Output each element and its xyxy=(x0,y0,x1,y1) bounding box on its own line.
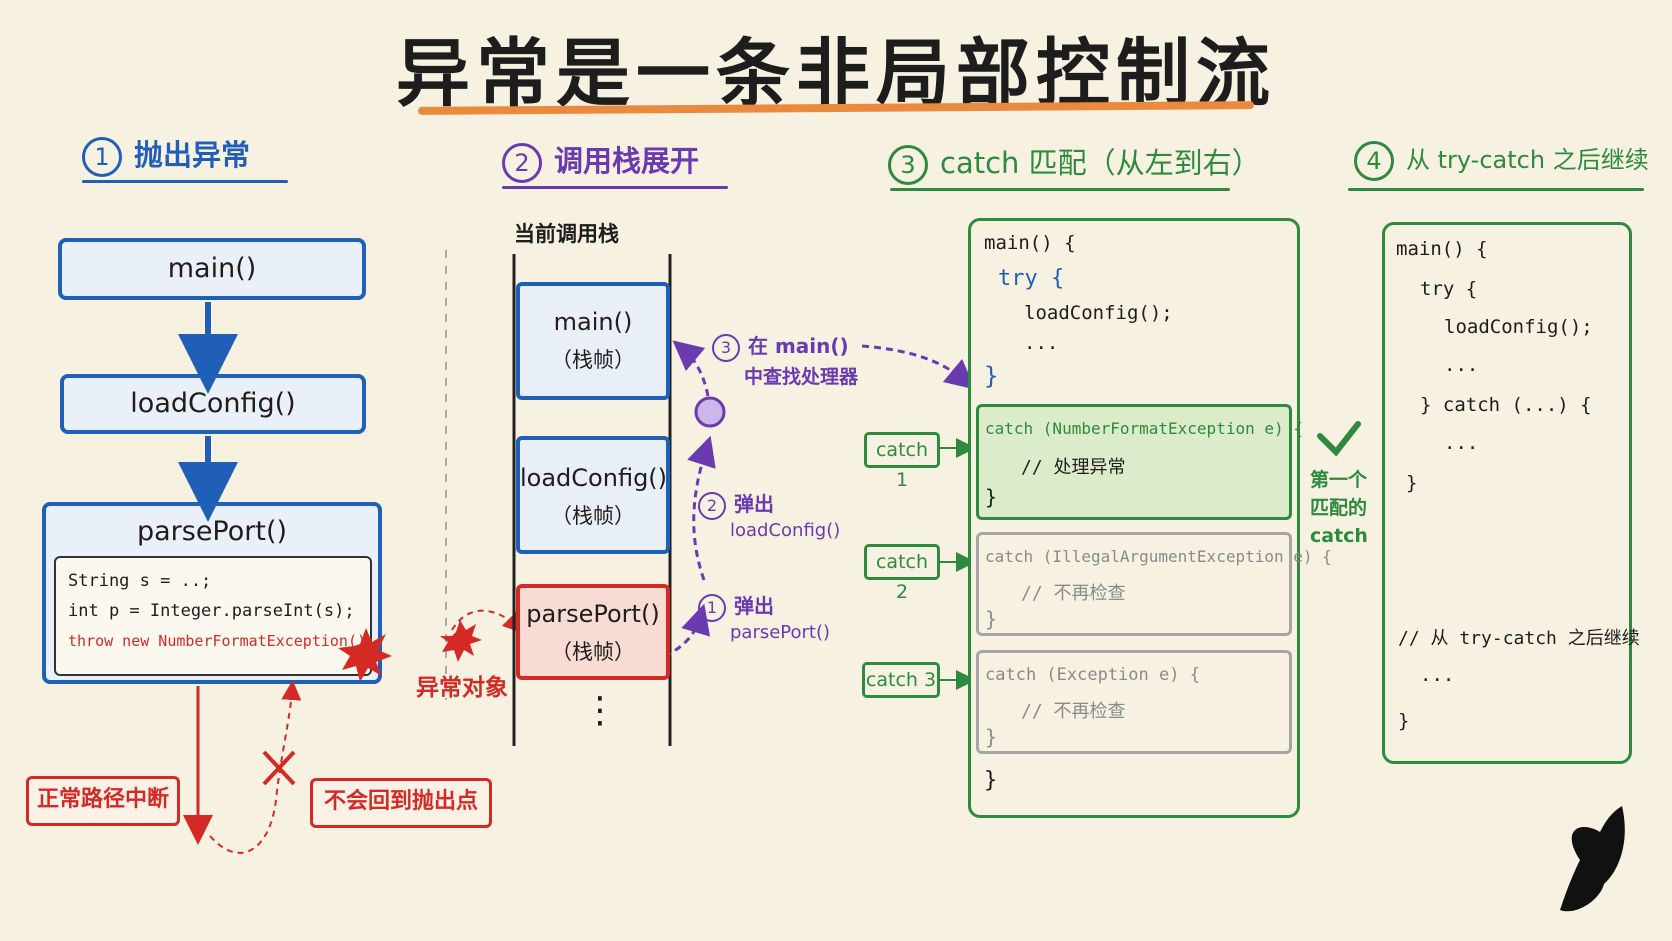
exception-object-label: 异常对象 xyxy=(416,675,508,701)
step-number-badge: 1 xyxy=(82,137,122,177)
code-line: ... xyxy=(1444,432,1479,454)
stack-heading: 当前调用栈 xyxy=(514,222,619,246)
code-line: try { xyxy=(1420,278,1478,300)
step-search-main: 3 在 main() 中查找处理器 xyxy=(712,330,858,389)
step-text: 弹出 xyxy=(734,492,774,516)
frame-name: loadConfig() xyxy=(520,464,668,492)
catch-2-label: catch 2 xyxy=(864,544,940,603)
no-return-label: 不会回到抛出点 xyxy=(310,778,492,828)
code-line: } xyxy=(1406,472,1418,494)
step-func: parsePort() xyxy=(730,621,831,643)
section-2-label: 调用栈展开 xyxy=(554,144,700,178)
section-4-underline xyxy=(1348,188,1644,191)
code-line: int p = Integer.parseInt(s); xyxy=(68,601,355,621)
section-1-underline xyxy=(82,180,288,183)
step-text: 弹出 xyxy=(734,594,774,618)
step-number-badge: 1 xyxy=(698,593,726,622)
step-number-badge: 3 xyxy=(712,333,740,362)
catch-body: // 不再检查 xyxy=(1021,583,1126,604)
continue-comment: // 从 try-catch 之后继续 xyxy=(1398,628,1640,649)
catch-close: } xyxy=(985,607,998,631)
frame-name: main() xyxy=(553,308,633,336)
arrow-search-handler xyxy=(861,344,976,390)
arrow-pop-loadconfig xyxy=(687,435,716,581)
catch-body: // 不再检查 xyxy=(1021,701,1126,722)
step-number-badge: 2 xyxy=(698,491,726,520)
step-pop-parseport: 1 弹出 parsePort() xyxy=(698,590,830,643)
section-1-heading: 1 抛出异常 xyxy=(82,132,250,177)
code-line: ... xyxy=(1444,354,1479,376)
code-line: loadConfig(); xyxy=(1444,316,1593,338)
catch-close: } xyxy=(985,725,998,749)
check-icon xyxy=(1317,421,1361,457)
code-line: } xyxy=(984,362,999,390)
throw-code-line: throw new NumberFormatException(); xyxy=(68,632,376,650)
code-line: main() { xyxy=(1396,238,1488,260)
step-func: loadConfig() xyxy=(730,519,841,541)
step-number-badge: 2 xyxy=(502,143,542,183)
unwind-node xyxy=(694,396,726,428)
stack-ellipsis: ⋮ xyxy=(582,690,618,731)
code-line: ... xyxy=(1420,664,1455,686)
catch-close: } xyxy=(985,485,998,509)
section-4-heading: 4 从 try-catch 之后继续 xyxy=(1354,140,1649,181)
main-call-box: main() xyxy=(58,238,366,300)
section-3-label: catch 匹配（从左到右） xyxy=(940,146,1261,180)
catch-body: // 处理异常 xyxy=(1021,457,1126,478)
arrow-no-return xyxy=(209,680,302,854)
catch-block-1: catch (NumberFormatException e) { // 处理异… xyxy=(976,404,1303,520)
frame-name: parsePort() xyxy=(526,600,660,628)
arrow-pop-parseport xyxy=(653,603,711,664)
frame-sub: （栈帧） xyxy=(551,348,635,372)
catch-head: catch (Exception e) { xyxy=(985,665,1200,685)
section-3-underline xyxy=(890,188,1230,191)
section-2-heading: 2 调用栈展开 xyxy=(502,138,699,183)
catch-head: catch (IllegalArgumentException e) { xyxy=(985,547,1332,566)
step-pop-loadconfig: 2 弹出 loadConfig() xyxy=(698,488,840,541)
catch-block-2: catch (IllegalArgumentException e) { // … xyxy=(976,532,1332,636)
stack-frame-parseport: parsePort() （栈帧） xyxy=(516,584,670,680)
code-line: } catch (...) { xyxy=(1420,394,1592,416)
step-number-badge: 3 xyxy=(888,145,928,185)
step-text-2: 中查找处理器 xyxy=(744,365,859,388)
cross-icon xyxy=(262,750,296,786)
section-4-label: 从 try-catch 之后继续 xyxy=(1406,146,1649,174)
exception-object-icon xyxy=(440,620,482,662)
section-1-label: 抛出异常 xyxy=(134,138,251,172)
code-line: } xyxy=(984,768,998,793)
section-2-underline xyxy=(502,186,728,189)
arrow-exception-to-parse xyxy=(451,609,524,634)
catch-1-label: catch 1 xyxy=(864,432,940,491)
continue-code-panel xyxy=(1382,222,1632,764)
code-line: ... xyxy=(1024,332,1059,354)
frame-sub: （栈帧） xyxy=(551,640,635,664)
step-text: 在 main() xyxy=(748,334,849,358)
butterfly-logo-icon xyxy=(1560,806,1625,912)
explosion-icon xyxy=(338,628,392,682)
stack-frame-loadconfig: loadConfig() （栈帧） xyxy=(516,436,670,554)
step-number-badge: 4 xyxy=(1354,141,1394,181)
normal-path-interrupted-label: 正常路径中断 xyxy=(26,776,180,826)
code-line-try: try { xyxy=(998,266,1065,291)
catch-block-3: catch (Exception e) { // 不再检查 } xyxy=(976,650,1292,754)
catch-head: catch (NumberFormatException e) { xyxy=(985,419,1303,438)
section-3-heading: 3 catch 匹配（从左到右） xyxy=(888,140,1261,185)
first-match-label: 第一个匹配的catch xyxy=(1310,469,1368,547)
code-line: } xyxy=(1398,710,1410,732)
arrow-to-main xyxy=(672,340,710,397)
frame-sub: （栈帧） xyxy=(551,504,635,528)
code-line: loadConfig(); xyxy=(1024,302,1173,324)
catch-3-label: catch 3 xyxy=(862,662,940,698)
code-line: String s = ..; xyxy=(68,571,212,591)
stack-frame-main: main() （栈帧） xyxy=(516,282,670,400)
code-line: main() { xyxy=(984,232,1076,254)
parseport-code: String s = ..; int p = Integer.parseInt(… xyxy=(54,556,376,676)
